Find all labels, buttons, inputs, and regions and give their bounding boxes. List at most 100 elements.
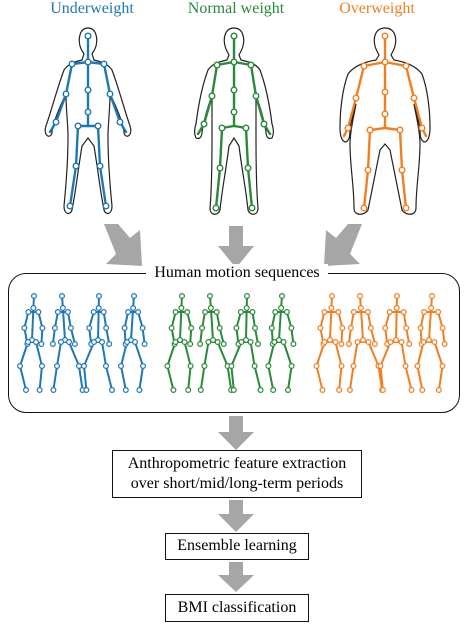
- walking-pose: [16, 292, 46, 393]
- skeleton-joint: [321, 338, 328, 345]
- skeleton-bone: [287, 365, 293, 391]
- skeleton-joint: [65, 338, 72, 345]
- skeleton-joint: [421, 309, 428, 316]
- overweight-silhouette: [339, 27, 431, 215]
- arrow-ensemble-to-bmi: [218, 562, 254, 592]
- skeleton-joint: [67, 324, 74, 331]
- skeleton-joint: [402, 362, 409, 369]
- skeleton-joint: [49, 340, 56, 347]
- skeleton-joint: [346, 386, 353, 393]
- skeleton-joint: [187, 340, 194, 347]
- skeleton-bone: [83, 365, 88, 391]
- skeleton-joint: [21, 324, 28, 331]
- skeleton-joint: [95, 292, 102, 300]
- skeleton-joint: [95, 305, 102, 312]
- skeleton-joint: [71, 340, 78, 347]
- skeleton-joint: [332, 338, 339, 345]
- skeleton-joint: [400, 309, 407, 316]
- skeleton-joint: [141, 340, 148, 347]
- skeleton-bone: [395, 307, 398, 341]
- skeleton-joint: [251, 324, 258, 331]
- skeleton-bone: [78, 365, 84, 391]
- walking-pose: [117, 292, 148, 393]
- skeleton-joint: [172, 338, 179, 345]
- walking-pose: [164, 292, 195, 393]
- skeleton-joint: [271, 338, 278, 345]
- skeleton-bone: [203, 341, 210, 367]
- overweight-walking-skeletons: [313, 292, 448, 393]
- skeleton-bone: [19, 365, 27, 391]
- walking-pose: [197, 292, 235, 393]
- skeleton-bone: [245, 307, 248, 341]
- skeleton-joint: [58, 292, 65, 300]
- skeleton-joint: [122, 386, 129, 393]
- skeleton-joint: [265, 362, 272, 369]
- skeleton-bone: [52, 365, 58, 391]
- skeleton-joint: [98, 338, 105, 345]
- skeleton-joint: [371, 340, 378, 347]
- skeleton-bone: [226, 365, 233, 391]
- overweight-figure: [339, 27, 431, 215]
- skeleton-joint: [108, 386, 115, 393]
- skeleton-bone: [338, 365, 343, 391]
- skeleton-joint: [268, 324, 275, 331]
- skeleton-joint: [16, 362, 24, 369]
- skeleton-joint: [392, 336, 399, 343]
- skeleton-bone: [97, 307, 100, 341]
- skeleton-joint: [36, 386, 43, 393]
- skeleton-joint: [31, 292, 38, 300]
- skeleton-joint: [247, 338, 254, 345]
- skeleton-bone: [334, 341, 343, 367]
- walking-pose: [313, 292, 346, 393]
- skeleton-joint: [172, 309, 179, 316]
- arrow-overweight-to-motion: [324, 224, 362, 266]
- walking-pose: [265, 292, 297, 393]
- skeleton-bone: [209, 307, 214, 341]
- underweight-figure: [44, 27, 132, 215]
- skeleton-joint: [130, 305, 137, 312]
- skeleton-joint: [257, 386, 264, 393]
- overweight-joints: [344, 32, 426, 212]
- skeleton-joint: [435, 386, 442, 393]
- walking-pose: [377, 292, 415, 393]
- skeleton-joint: [288, 324, 295, 331]
- skeleton-bone: [68, 341, 80, 367]
- skeleton-bone: [253, 365, 262, 391]
- skeleton-bone: [404, 365, 413, 391]
- skeleton-joint: [386, 309, 393, 316]
- label-normal-weight: Normal weight: [187, 0, 285, 17]
- skeleton-joint: [57, 338, 64, 345]
- skeleton-joint: [290, 340, 297, 347]
- walking-pose: [345, 292, 386, 393]
- skeleton-joint: [338, 362, 345, 369]
- skeleton-joint: [356, 292, 363, 300]
- skeleton-bone: [166, 365, 175, 391]
- skeleton-bone: [379, 365, 384, 391]
- skeleton-joint: [354, 338, 361, 345]
- skeleton-joint: [39, 324, 46, 331]
- skeleton-bone: [348, 365, 355, 391]
- skeleton-joint: [80, 362, 87, 369]
- skeleton-joint: [199, 324, 206, 331]
- skeleton-joint: [23, 386, 30, 393]
- skeleton-joint: [377, 362, 384, 369]
- skeleton-joint: [187, 362, 194, 369]
- skeleton-joint: [164, 362, 171, 369]
- skeleton-bone: [352, 341, 359, 367]
- skeleton-joint: [130, 292, 137, 300]
- skeleton-bone: [216, 341, 229, 367]
- skeleton-joint: [243, 292, 250, 300]
- skeleton-joint: [313, 362, 320, 369]
- skeleton-joint: [185, 386, 192, 393]
- normal-weight-silhouette: [193, 27, 275, 215]
- skeleton-joint: [100, 309, 107, 316]
- walking-pose: [414, 292, 448, 393]
- skeleton-joint: [205, 338, 212, 345]
- skeleton-joint: [317, 324, 324, 331]
- skeleton-joint: [168, 324, 175, 331]
- skeleton-joint: [283, 309, 290, 316]
- skeleton-joint: [59, 305, 66, 312]
- skeleton-bone: [130, 307, 135, 341]
- skeleton-joint: [53, 362, 60, 369]
- skeleton-joint: [90, 309, 97, 316]
